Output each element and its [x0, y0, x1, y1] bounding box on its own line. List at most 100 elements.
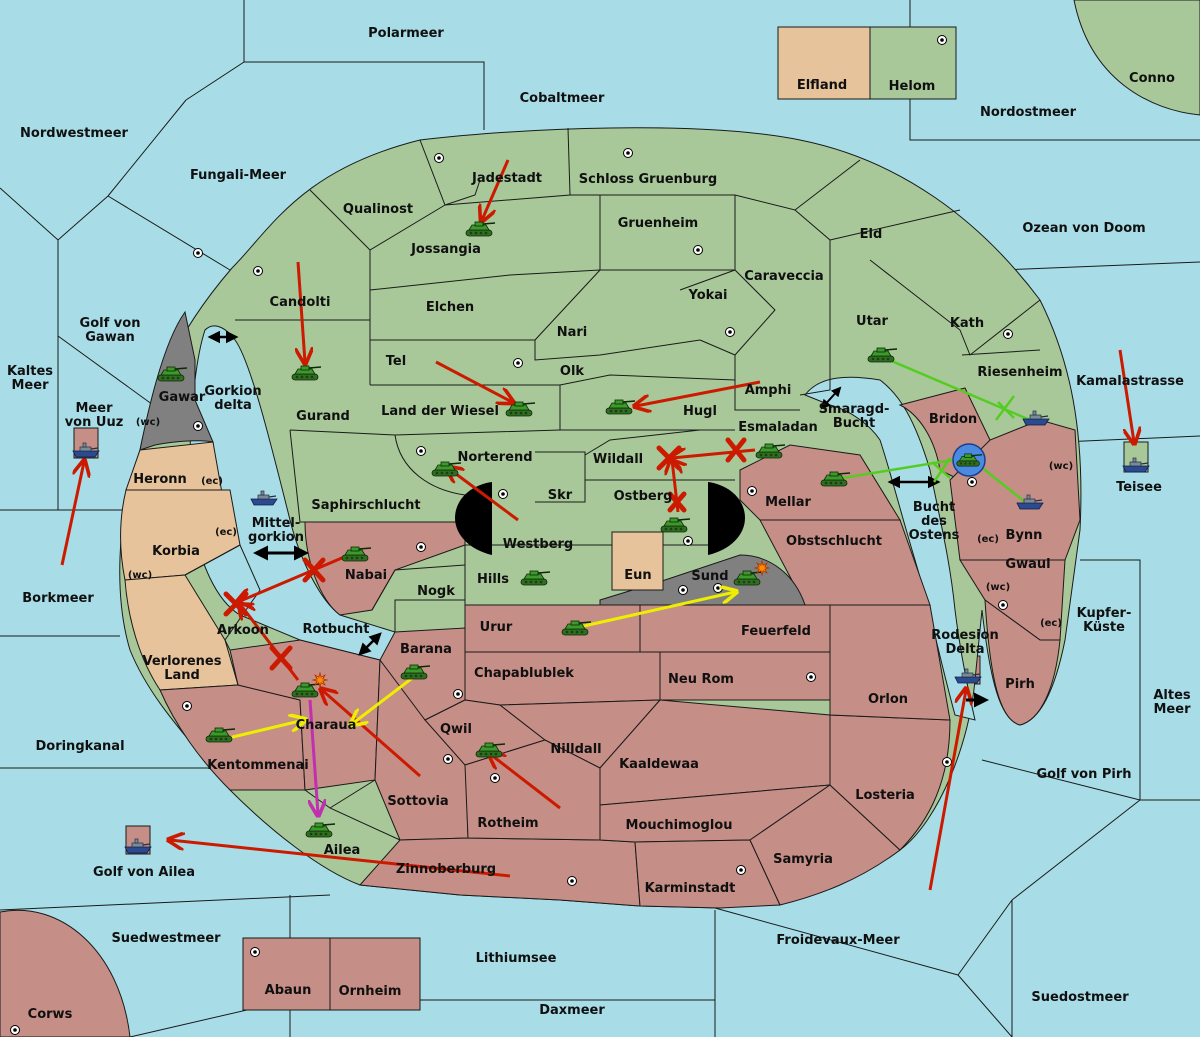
supply-center-dot [456, 692, 460, 696]
coast-labels: (wc)(ec)(ec)(wc)(ec)(wc)(wc)(ec) [128, 417, 1073, 629]
sea-label-nordostmeer: Nordostmeer [980, 105, 1077, 120]
territory-eun[interactable] [611, 531, 664, 591]
province-label-heronn: Heronn [133, 472, 187, 487]
province-label-gurand: Gurand [296, 409, 350, 424]
order-arrow-red [170, 840, 511, 878]
order-arrow-red [482, 159, 510, 220]
territory-elfland[interactable] [777, 26, 871, 100]
province-label-eun: Eun [624, 568, 651, 583]
sea-label-smaragd-bucht: Smaragd-Bucht [819, 402, 890, 431]
order-arrow-red [322, 690, 421, 778]
province-label-arkoon: Arkoon [217, 623, 269, 638]
supply-center-dot [493, 776, 497, 780]
order-arrow-yellow [219, 720, 304, 742]
province-label-losteria: Losteria [855, 788, 915, 803]
province-label-ornheim: Ornheim [339, 984, 402, 999]
coast-tag: (ec) [977, 534, 999, 545]
supply-center-dot [686, 539, 690, 543]
sea-label-fungali-meer: Fungali-Meer [190, 168, 287, 183]
failed-order-cross [269, 645, 293, 671]
territory-karminstadt[interactable] [634, 839, 781, 909]
province-label-pirh: Pirh [1005, 677, 1035, 692]
province-label-rotheim: Rotheim [477, 816, 538, 831]
province-label-abaun: Abaun [265, 983, 312, 998]
units[interactable] [72, 221, 1150, 854]
coast-tag: (wc) [128, 570, 152, 581]
territory-mellar[interactable] [739, 444, 901, 521]
sea-label-mittel-gorkion: Mittel-gorkion [248, 516, 304, 545]
province-label-obstschlucht: Obstschlucht [786, 534, 882, 549]
province-label-teisee: Teisee [1116, 480, 1162, 495]
province-label-nilldall: Nilldall [550, 742, 601, 757]
supply-center-dot [750, 489, 754, 493]
failed-order-cross [656, 445, 682, 471]
supply-center-dot [696, 248, 700, 252]
sea-label-cobaltmeer: Cobaltmeer [520, 91, 605, 106]
order-arrow-red [238, 550, 357, 602]
sea-label-polarmeer: Polarmeer [368, 26, 444, 41]
province-label-zinnoberburg: Zinnoberburg [396, 862, 496, 877]
order-arrow-green [829, 456, 966, 482]
supply-center-dot [739, 868, 743, 872]
supply-center-dot [256, 269, 260, 273]
province-label-jossangia: Jossangia [410, 242, 481, 257]
province-label-korbia: Korbia [152, 544, 200, 559]
supply-center-dot [13, 1028, 17, 1032]
supply-center-dot [626, 151, 630, 155]
territory-sund[interactable] [599, 554, 806, 606]
province-label-norterend: Norterend [457, 450, 532, 465]
province-label-hills: Hills [477, 572, 509, 587]
supply-center-dot [196, 251, 200, 255]
coast-tag: (wc) [136, 417, 160, 428]
supply-center-dot [716, 586, 720, 590]
cut-mark-green [931, 457, 952, 483]
province-label-olk: Olk [560, 364, 585, 379]
sea-label-daxmeer: Daxmeer [539, 1003, 605, 1018]
territory-pirh[interactable] [984, 598, 1061, 726]
province-label-wildall: Wildall [593, 452, 643, 467]
order-arrow-red [672, 450, 756, 458]
territory-conno[interactable] [1073, 0, 1200, 116]
province-label-neu-rom: Neu Rom [668, 672, 734, 687]
territory-corws[interactable] [0, 909, 131, 1037]
sea-label-golf-von-ailea: Golf von Ailea [93, 865, 195, 880]
province-label-hugl: Hugl [683, 404, 717, 419]
order-arrow-yellow [574, 592, 735, 630]
coast-tag: (wc) [1049, 461, 1073, 472]
coast-tag: (wc) [986, 582, 1010, 593]
province-label-westberg: Westberg [503, 537, 573, 552]
province-label-kath: Kath [950, 316, 984, 331]
territory-ornheim[interactable] [329, 937, 421, 1011]
province-label-jadestadt: Jadestadt [471, 171, 542, 186]
coast-tag: (ec) [215, 527, 237, 538]
supply-center-dot [809, 675, 813, 679]
province-label-yokai: Yokai [687, 288, 727, 303]
province-label-nogk: Nogk [417, 584, 455, 599]
sea-label-suedostmeer: Suedostmeer [1031, 990, 1129, 1005]
province-label-karminstadt: Karminstadt [645, 881, 736, 896]
sea-label-kupfer-k-ste: Kupfer-Küste [1077, 606, 1132, 635]
province-label-candolti: Candolti [270, 295, 331, 310]
sea-label-suedwestmeer: Suedwestmeer [111, 931, 221, 946]
province-label-nari: Nari [557, 325, 588, 340]
territory-fills[interactable] [120, 310, 1081, 909]
province-label-utar: Utar [856, 314, 889, 329]
order-arrow-red [298, 261, 305, 362]
order-arrow-red [636, 380, 761, 406]
supply-center-dot [516, 361, 520, 365]
order-arrow-red [1118, 349, 1134, 442]
province-label-urur: Urur [480, 620, 513, 635]
province-label-qualinost: Qualinost [343, 202, 413, 217]
province-label-skr: Skr [548, 488, 573, 503]
province-label-eld: Eld [860, 227, 883, 242]
sea-label-golf-von-pirh: Golf von Pirh [1036, 767, 1131, 782]
province-label-amphi: Amphi [745, 383, 792, 398]
failed-order-crosses [223, 437, 747, 671]
province-label-barana: Barana [400, 642, 452, 657]
